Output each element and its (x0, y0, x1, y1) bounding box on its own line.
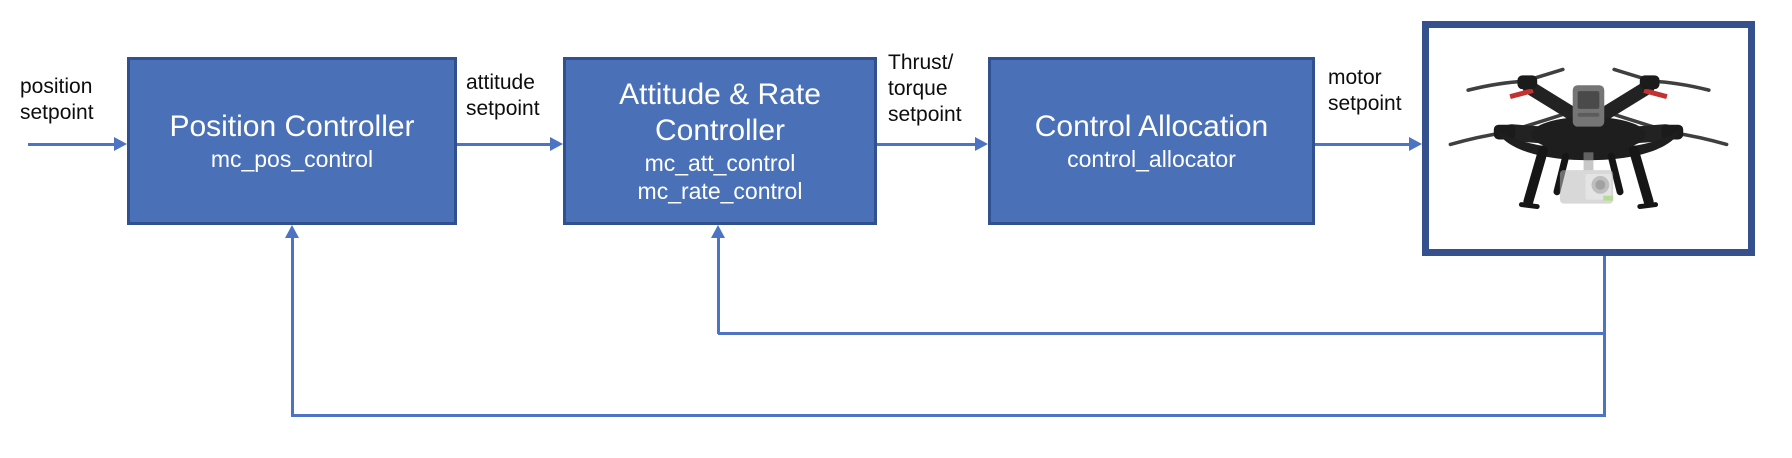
feedback-line-to-attitude (718, 332, 1606, 335)
feedback-riser-attitude (717, 238, 720, 334)
label-thrust-torque-setpoint: Thrust/ torque setpoint (888, 51, 962, 126)
block-position-controller: Position Controller mc_pos_control (127, 57, 457, 225)
feedback-riser-position (291, 238, 294, 417)
quadcopter-image (1448, 67, 1729, 210)
vehicle-image-box (1422, 21, 1755, 256)
flow-line-attitude-setpoint (457, 143, 552, 146)
feedback-line-to-position (292, 414, 1606, 417)
block-title: Position Controller (169, 110, 415, 143)
flow-line-position-setpoint (28, 143, 116, 146)
arrowhead-position-setpoint (114, 137, 127, 151)
flow-line-motor-setpoint (1315, 143, 1411, 146)
block-title: Control Allocation (1034, 110, 1269, 143)
arrowhead-thrust-torque-setpoint (975, 137, 988, 151)
label-motor-setpoint: motor setpoint (1328, 66, 1402, 115)
block-module: mc_pos_control (210, 146, 374, 172)
flow-line-thrust-torque-setpoint (877, 143, 977, 146)
block-module: mc_rate_control (637, 178, 803, 204)
block-attitude-rate-controller: Attitude & Rate Controller mc_att_contro… (563, 57, 877, 225)
feedback-line-vehicle-down (1603, 256, 1606, 417)
label-position-setpoint: position setpoint (20, 75, 94, 124)
block-module: control_allocator (1067, 146, 1236, 172)
block-control-allocation: Control Allocation control_allocator (988, 57, 1315, 225)
arrowhead-feedback-position (285, 225, 299, 238)
block-title: Attitude & Rate Controller (619, 78, 821, 147)
block-module: mc_att_control (644, 150, 796, 176)
arrowhead-attitude-setpoint (550, 137, 563, 151)
arrowhead-feedback-attitude (711, 225, 725, 238)
arrowhead-motor-setpoint (1409, 137, 1422, 151)
label-attitude-setpoint: attitude setpoint (466, 71, 540, 120)
